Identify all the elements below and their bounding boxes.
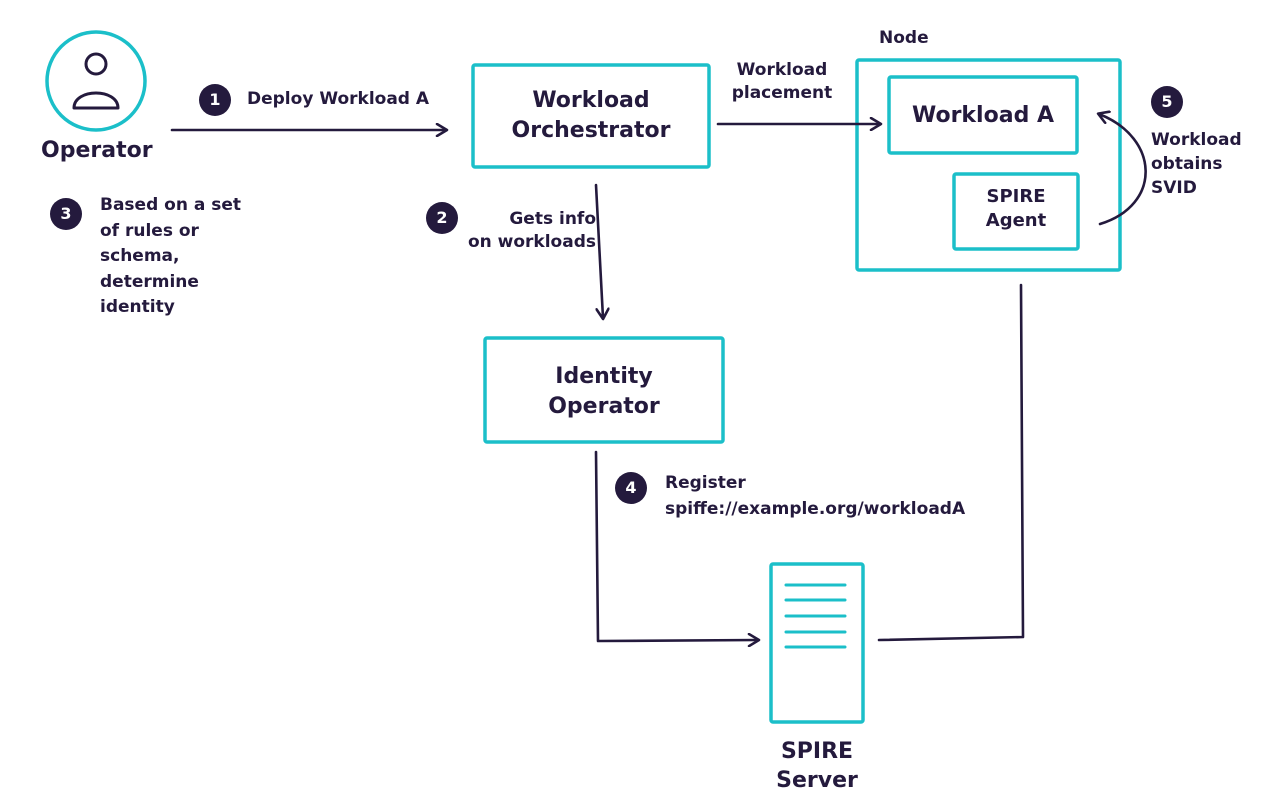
workload-orchestrator-box [471,63,711,169]
step-5-line-3: SVID [1151,177,1197,198]
workload-placement-line-1: Workload [736,60,828,80]
step-3-line-4: determine [100,271,199,292]
svid-arrow [1099,114,1147,226]
step-2-text: Gets info on workloads [436,208,596,254]
identity-operator-line-1: Identity [555,364,653,389]
step-1-text: Deploy Workload A [247,89,430,109]
step-5-line-2: obtains [1151,153,1223,174]
step-2-badge: 2 [426,202,458,234]
spire-agent-line-2: Agent [985,210,1047,232]
node-box [855,58,1122,272]
identity-operator-label: Identity Operator [485,362,723,421]
step-3-line-3: schema, [100,246,180,266]
register-arrow [594,450,758,641]
step-3-line-2: of rules or [100,220,199,241]
step-3-line-1: Based on a set [100,195,242,215]
node-label: Node [879,28,929,48]
step-2-line-2: on workloads [467,231,596,252]
spire-agent-label: SPIRE Agent [954,185,1078,234]
spire-agent-box [952,172,1080,251]
step-5-line-1: Workload [1151,130,1242,150]
step-1-badge: 1 [199,84,231,116]
spire-agent-line-1: SPIRE [986,186,1046,207]
spire-server-line-2: Server [776,767,858,793]
gets-info-arrow [594,183,603,318]
step-4-text: Register spiffe://example.org/workloadA [665,471,965,522]
server-icon [769,562,865,724]
identity-operator-line-2: Operator [548,393,660,419]
workload-orchestrator-line-2: Orchestrator [511,117,671,143]
workload-orchestrator-label: Workload Orchestrator [473,86,709,145]
step-2-line-1: Gets info [509,209,596,229]
step-5-badge: 5 [1151,86,1183,118]
workload-a-label: Workload A [911,103,1054,128]
person-icon [45,30,147,132]
identity-operator-box [483,336,725,444]
step-4-line-1: Register [665,473,746,493]
step-3-badge: 3 [50,198,82,230]
server-agent-connector [877,283,1025,642]
operator-label: Operator [41,138,153,163]
step-5-text: Workload obtains SVID [1151,129,1242,200]
step-4-line-2: spiffe://example.org/workloadA [665,498,966,519]
step-3-text: Based on a set of rules or schema, deter… [100,193,241,321]
workload-placement-line-2: placement [731,82,833,103]
spire-server-line-1: SPIRE [780,739,854,764]
workload-placement-label: Workload placement [720,59,844,105]
spire-server-label: SPIRE Server [757,738,877,795]
step-4-badge: 4 [615,472,647,504]
workload-orchestrator-line-1: Workload [532,88,650,113]
step-3-line-5: identity [100,297,175,317]
workload-a-box [887,75,1079,155]
